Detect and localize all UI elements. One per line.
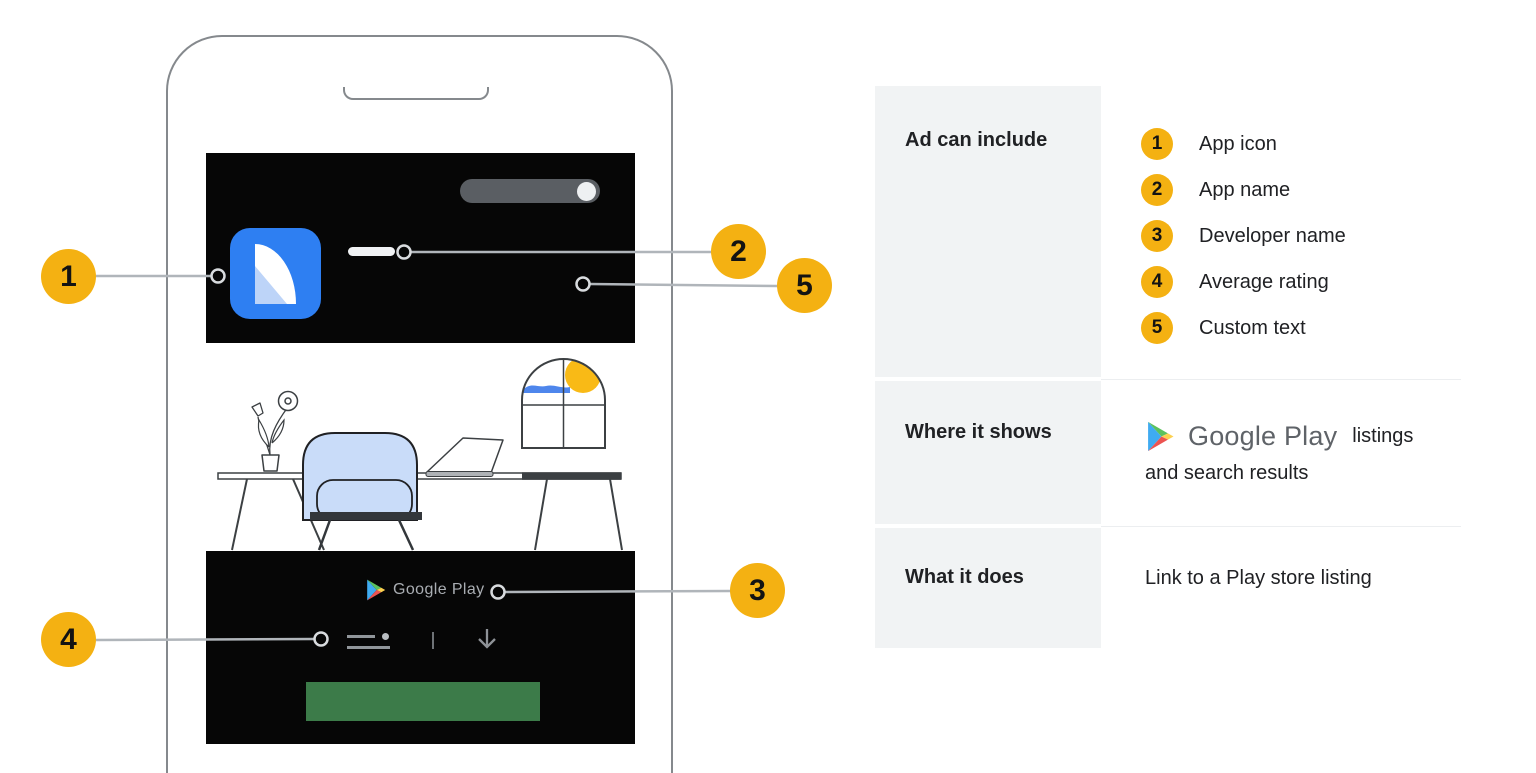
table-header-ad-can-include: Ad can include bbox=[875, 86, 1101, 377]
rating-placeholder-line-1 bbox=[347, 635, 375, 638]
badge-4: 4 bbox=[1141, 266, 1173, 298]
ad-footer-panel: Google Play bbox=[206, 551, 635, 744]
download-arrow-icon bbox=[478, 629, 496, 649]
google-play-icon bbox=[1148, 421, 1174, 451]
divider bbox=[432, 632, 434, 649]
header-label: Where it shows bbox=[905, 421, 1052, 443]
badge-1: 1 bbox=[1141, 128, 1173, 160]
what-it-does-value: Link to a Play store listing bbox=[1145, 567, 1372, 589]
callout-4-bubble: 4 bbox=[41, 612, 96, 667]
ad-creative: Google Play bbox=[206, 153, 635, 744]
ad-hero-illustration bbox=[206, 343, 635, 551]
ad-header-panel bbox=[206, 153, 635, 436]
ad-components-list: 1 App icon 2 App name 3 Developer name 4… bbox=[1141, 128, 1346, 358]
hills-icon bbox=[522, 385, 570, 393]
list-item: 1 App icon bbox=[1141, 128, 1346, 160]
list-item: 5 Custom text bbox=[1141, 312, 1346, 344]
list-item-label: Average rating bbox=[1199, 270, 1329, 293]
flower-vase bbox=[251, 390, 299, 472]
table-header-what-it-does: What it does bbox=[875, 528, 1101, 648]
rating-dot bbox=[382, 633, 389, 640]
list-item: 2 App name bbox=[1141, 174, 1346, 206]
callout-2-bubble: 2 bbox=[711, 224, 766, 279]
desk-scene-illustration bbox=[217, 358, 623, 551]
header-label: Ad can include bbox=[905, 129, 1048, 151]
rating-placeholder-line-2 bbox=[347, 646, 390, 649]
install-button-placeholder bbox=[306, 682, 540, 721]
app-name-placeholder bbox=[348, 247, 395, 256]
row-separator bbox=[1101, 379, 1461, 380]
desk bbox=[217, 472, 623, 551]
list-item: 3 Developer name bbox=[1141, 220, 1346, 252]
toggle-pill-placeholder bbox=[460, 179, 600, 203]
row-separator bbox=[1101, 526, 1461, 527]
list-item: 4 Average rating bbox=[1141, 266, 1346, 298]
listings-text: listings bbox=[1352, 424, 1414, 447]
toggle-knob bbox=[577, 181, 596, 201]
google-play-wordmark: Google Play bbox=[1188, 420, 1338, 451]
where-it-shows-value-line2: and search results bbox=[1145, 462, 1309, 484]
callout-1-bubble: 1 bbox=[41, 249, 96, 304]
app-icon-placeholder bbox=[230, 228, 321, 319]
where-it-shows-value: Google Play listings bbox=[1145, 418, 1413, 454]
app-icon-art bbox=[255, 244, 296, 304]
list-item-label: App name bbox=[1199, 178, 1291, 201]
badge-5: 5 bbox=[1141, 312, 1173, 344]
google-play-icon bbox=[367, 579, 386, 601]
speaker-notch bbox=[343, 87, 489, 100]
badge-3: 3 bbox=[1141, 220, 1173, 252]
list-item-label: Developer name bbox=[1199, 224, 1346, 247]
list-item-label: App icon bbox=[1199, 132, 1277, 155]
badge-2: 2 bbox=[1141, 174, 1173, 206]
table-header-where-it-shows: Where it shows bbox=[875, 381, 1101, 524]
callout-5-bubble: 5 bbox=[777, 258, 832, 313]
google-play-wordmark: Google Play bbox=[393, 581, 485, 598]
laptop-icon bbox=[425, 437, 504, 477]
list-item-label: Custom text bbox=[1199, 316, 1306, 339]
google-play-badge: Google Play bbox=[365, 578, 485, 602]
header-label: What it does bbox=[905, 566, 1024, 588]
callout-3-bubble: 3 bbox=[730, 563, 785, 618]
chair bbox=[302, 432, 422, 551]
